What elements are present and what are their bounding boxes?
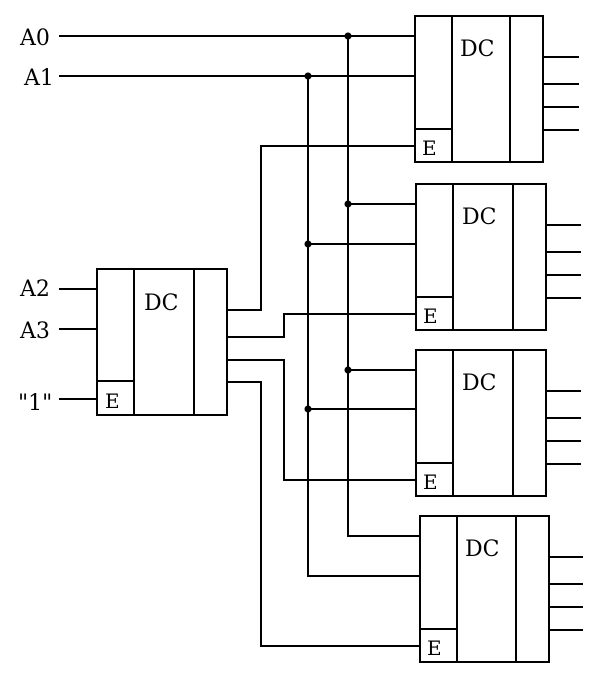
outputs-decoder-1 [542,56,579,131]
decoder-title: DC [144,291,178,316]
decoder-title: DC [460,37,494,62]
enable-label: E [427,636,442,660]
decoder-stage1: DC E [96,268,228,416]
input-label-one: "1" [18,391,52,416]
junction-dot [304,72,312,80]
junction-dot [344,200,352,208]
outputs-decoder-3 [545,390,581,465]
wires [59,35,583,647]
input-label-a0: A0 [19,26,50,51]
decoder-stage2-3: DC E [415,349,547,497]
input-label-a1: A1 [23,66,54,91]
junction-dot [344,32,352,40]
decoder-body [96,268,228,416]
enable-label: E [422,136,437,160]
decoder-body [419,515,550,663]
decoder-stage2-2: DC E [415,183,547,331]
wire-out-1 [226,313,417,338]
decoder-body [415,183,547,331]
junction-dot [304,240,312,248]
decoder-title: DC [462,205,496,230]
wire-a1 [59,75,421,577]
wire-out-2 [226,359,417,481]
decoder-title: DC [462,371,496,396]
enable-label: E [423,470,438,494]
decoder-body [415,349,547,497]
outputs-decoder-2 [545,224,581,299]
enable-label: E [105,389,120,413]
wire-a0 [59,35,421,537]
outputs-decoder-4 [548,556,583,631]
decoder-stage2-1: DC E [414,15,544,163]
decoder-title: DC [465,537,499,562]
input-label-a2: A2 [19,277,50,302]
enable-label: E [423,304,438,328]
junction-dot [304,405,312,413]
junction-dot [344,366,352,374]
wire-out-3 [226,381,421,647]
input-label-a3: A3 [19,319,50,344]
decoder-stage2-4: DC E [419,515,550,663]
wire-out-0 [226,145,416,311]
decoder-body [414,15,544,163]
junctions [304,32,352,413]
